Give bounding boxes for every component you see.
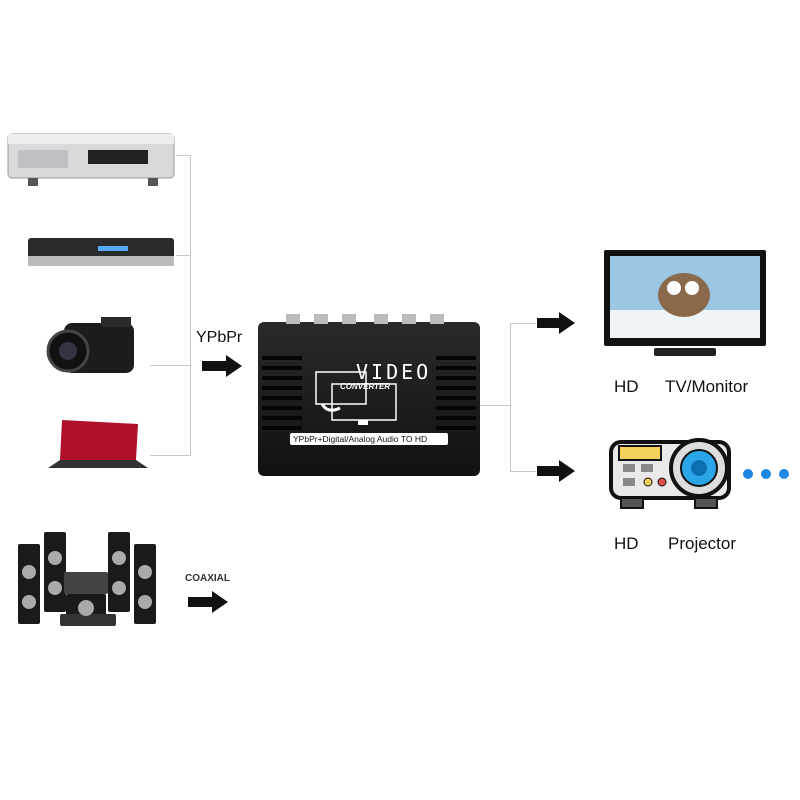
projector-icon bbox=[609, 438, 731, 509]
coaxial-arrow-icon bbox=[188, 591, 228, 613]
output-arrow-icon bbox=[537, 460, 575, 482]
video-converter-box: VIDEO CONVERTER YPbPr+Digital/Analog Aud… bbox=[258, 314, 480, 476]
connector-line bbox=[510, 323, 536, 324]
connector-line bbox=[480, 405, 511, 406]
tv-resolution-label: HD bbox=[614, 377, 639, 396]
input-bus-line bbox=[190, 155, 191, 455]
vent-slots bbox=[262, 356, 476, 430]
output-arrow-icon bbox=[537, 312, 575, 334]
connector-line bbox=[176, 255, 191, 256]
coaxial-label: COAXIAL bbox=[185, 573, 230, 584]
connector-line bbox=[150, 365, 191, 366]
input-arrow-icon bbox=[202, 355, 242, 377]
connector-line bbox=[510, 471, 536, 472]
more-devices-dots-icon bbox=[743, 469, 789, 479]
converter-subtitle: CONVERTER bbox=[340, 382, 391, 391]
monitor-logo-icon bbox=[315, 371, 397, 425]
set-top-box-image bbox=[28, 238, 174, 266]
ypbpr-label: YPbPr bbox=[196, 329, 243, 346]
converter-title: VIDEO bbox=[356, 360, 432, 384]
rca-ports bbox=[286, 314, 444, 324]
projector-resolution-label: HD bbox=[614, 534, 639, 553]
projector-device-label: Projector bbox=[668, 534, 737, 553]
speaker-system-image bbox=[18, 532, 156, 626]
dvd-player-image bbox=[7, 133, 175, 186]
connector-line bbox=[150, 455, 191, 456]
converter-strip-label: YPbPr+Digital/Analog Audio TO HD bbox=[290, 433, 448, 445]
output-bus-line bbox=[510, 323, 511, 471]
laptop-image bbox=[48, 420, 148, 468]
tv-device-label: TV/Monitor bbox=[665, 377, 749, 396]
connector-line bbox=[176, 155, 191, 156]
camcorder-image bbox=[46, 317, 134, 373]
tv-monitor-image bbox=[604, 250, 766, 356]
